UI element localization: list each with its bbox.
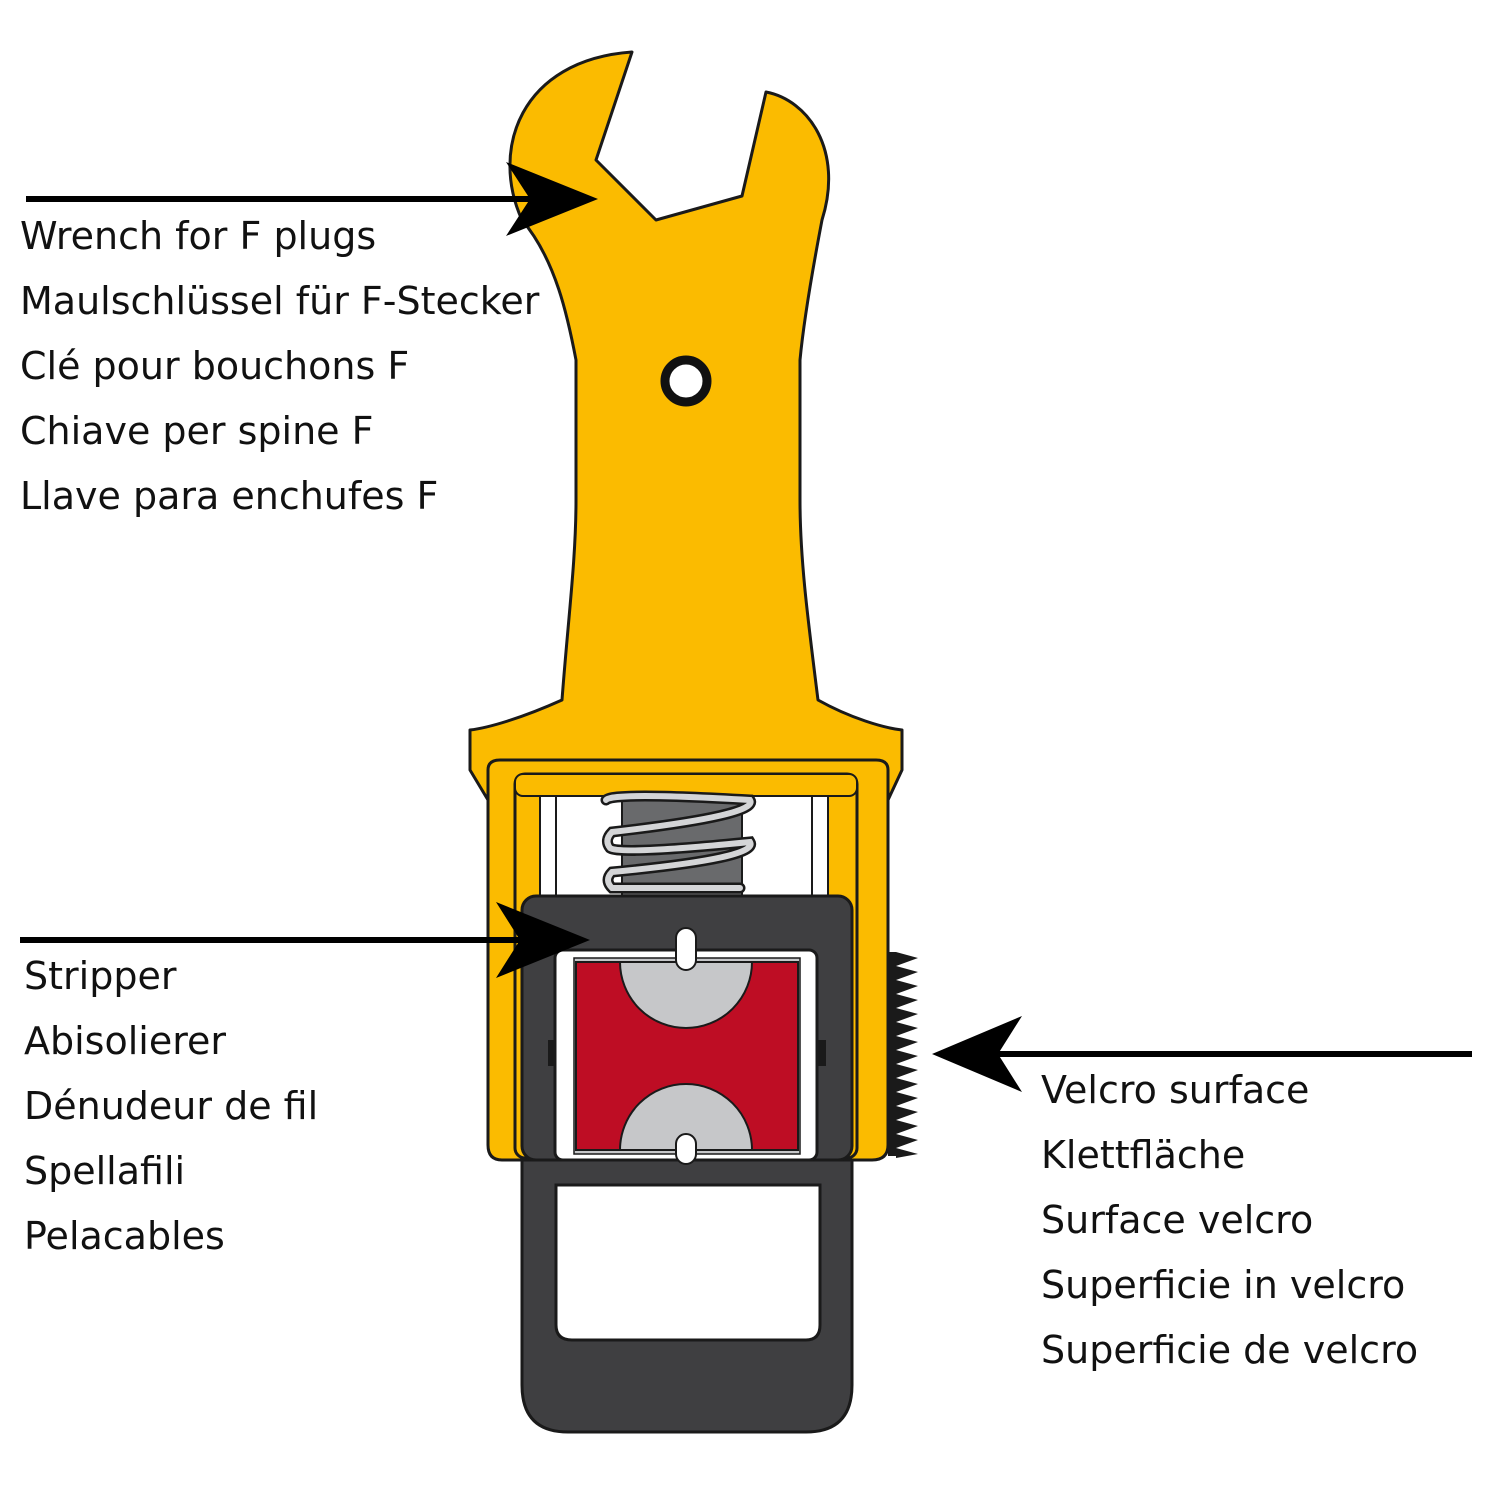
- callout-label: Klettfläche: [1041, 1133, 1246, 1177]
- velcro-callout-labels: Velcro surface Klettfläche Surface velcr…: [1041, 1058, 1418, 1383]
- stripper-callout-labels: Stripper Abisolierer Dénudeur de fil Spe…: [24, 944, 318, 1269]
- callout-label: Pelacables: [24, 1214, 225, 1258]
- hanging-hole: [660, 355, 712, 407]
- callout-label: Chiave per spine F: [20, 409, 374, 453]
- blade-carrier: [568, 927, 810, 1165]
- callout-label: Maulschlüssel für F-Stecker: [20, 279, 540, 323]
- callout-label: Velcro surface: [1041, 1068, 1310, 1112]
- callout-label: Dénudeur de fil: [24, 1084, 319, 1128]
- callout-label: Surface velcro: [1041, 1198, 1314, 1242]
- callout-label: Superficie in velcro: [1041, 1263, 1406, 1307]
- arrow-right-icon: [26, 162, 598, 236]
- wrench-callout-labels: Wrench for F plugs Maulschlüssel für F-S…: [20, 204, 539, 529]
- callout-label: Wrench for F plugs: [20, 214, 377, 258]
- callout-label: Llave para enchufes F: [20, 474, 439, 518]
- callout-label: Spellafili: [24, 1149, 186, 1193]
- arrow-right-icon: [20, 902, 590, 978]
- callout-label: Abisolierer: [24, 1019, 227, 1063]
- callout-label: Clé pour bouchons F: [20, 344, 410, 388]
- bottom-loop-handle: [520, 1148, 854, 1434]
- callout-label: Stripper: [24, 954, 177, 998]
- body-shoulder-line: [486, 758, 890, 800]
- velcro-strip: [888, 952, 918, 1158]
- arrow-left-icon: [932, 1016, 1472, 1092]
- callout-label: Superficie de velcro: [1041, 1328, 1419, 1372]
- spring: [600, 790, 757, 897]
